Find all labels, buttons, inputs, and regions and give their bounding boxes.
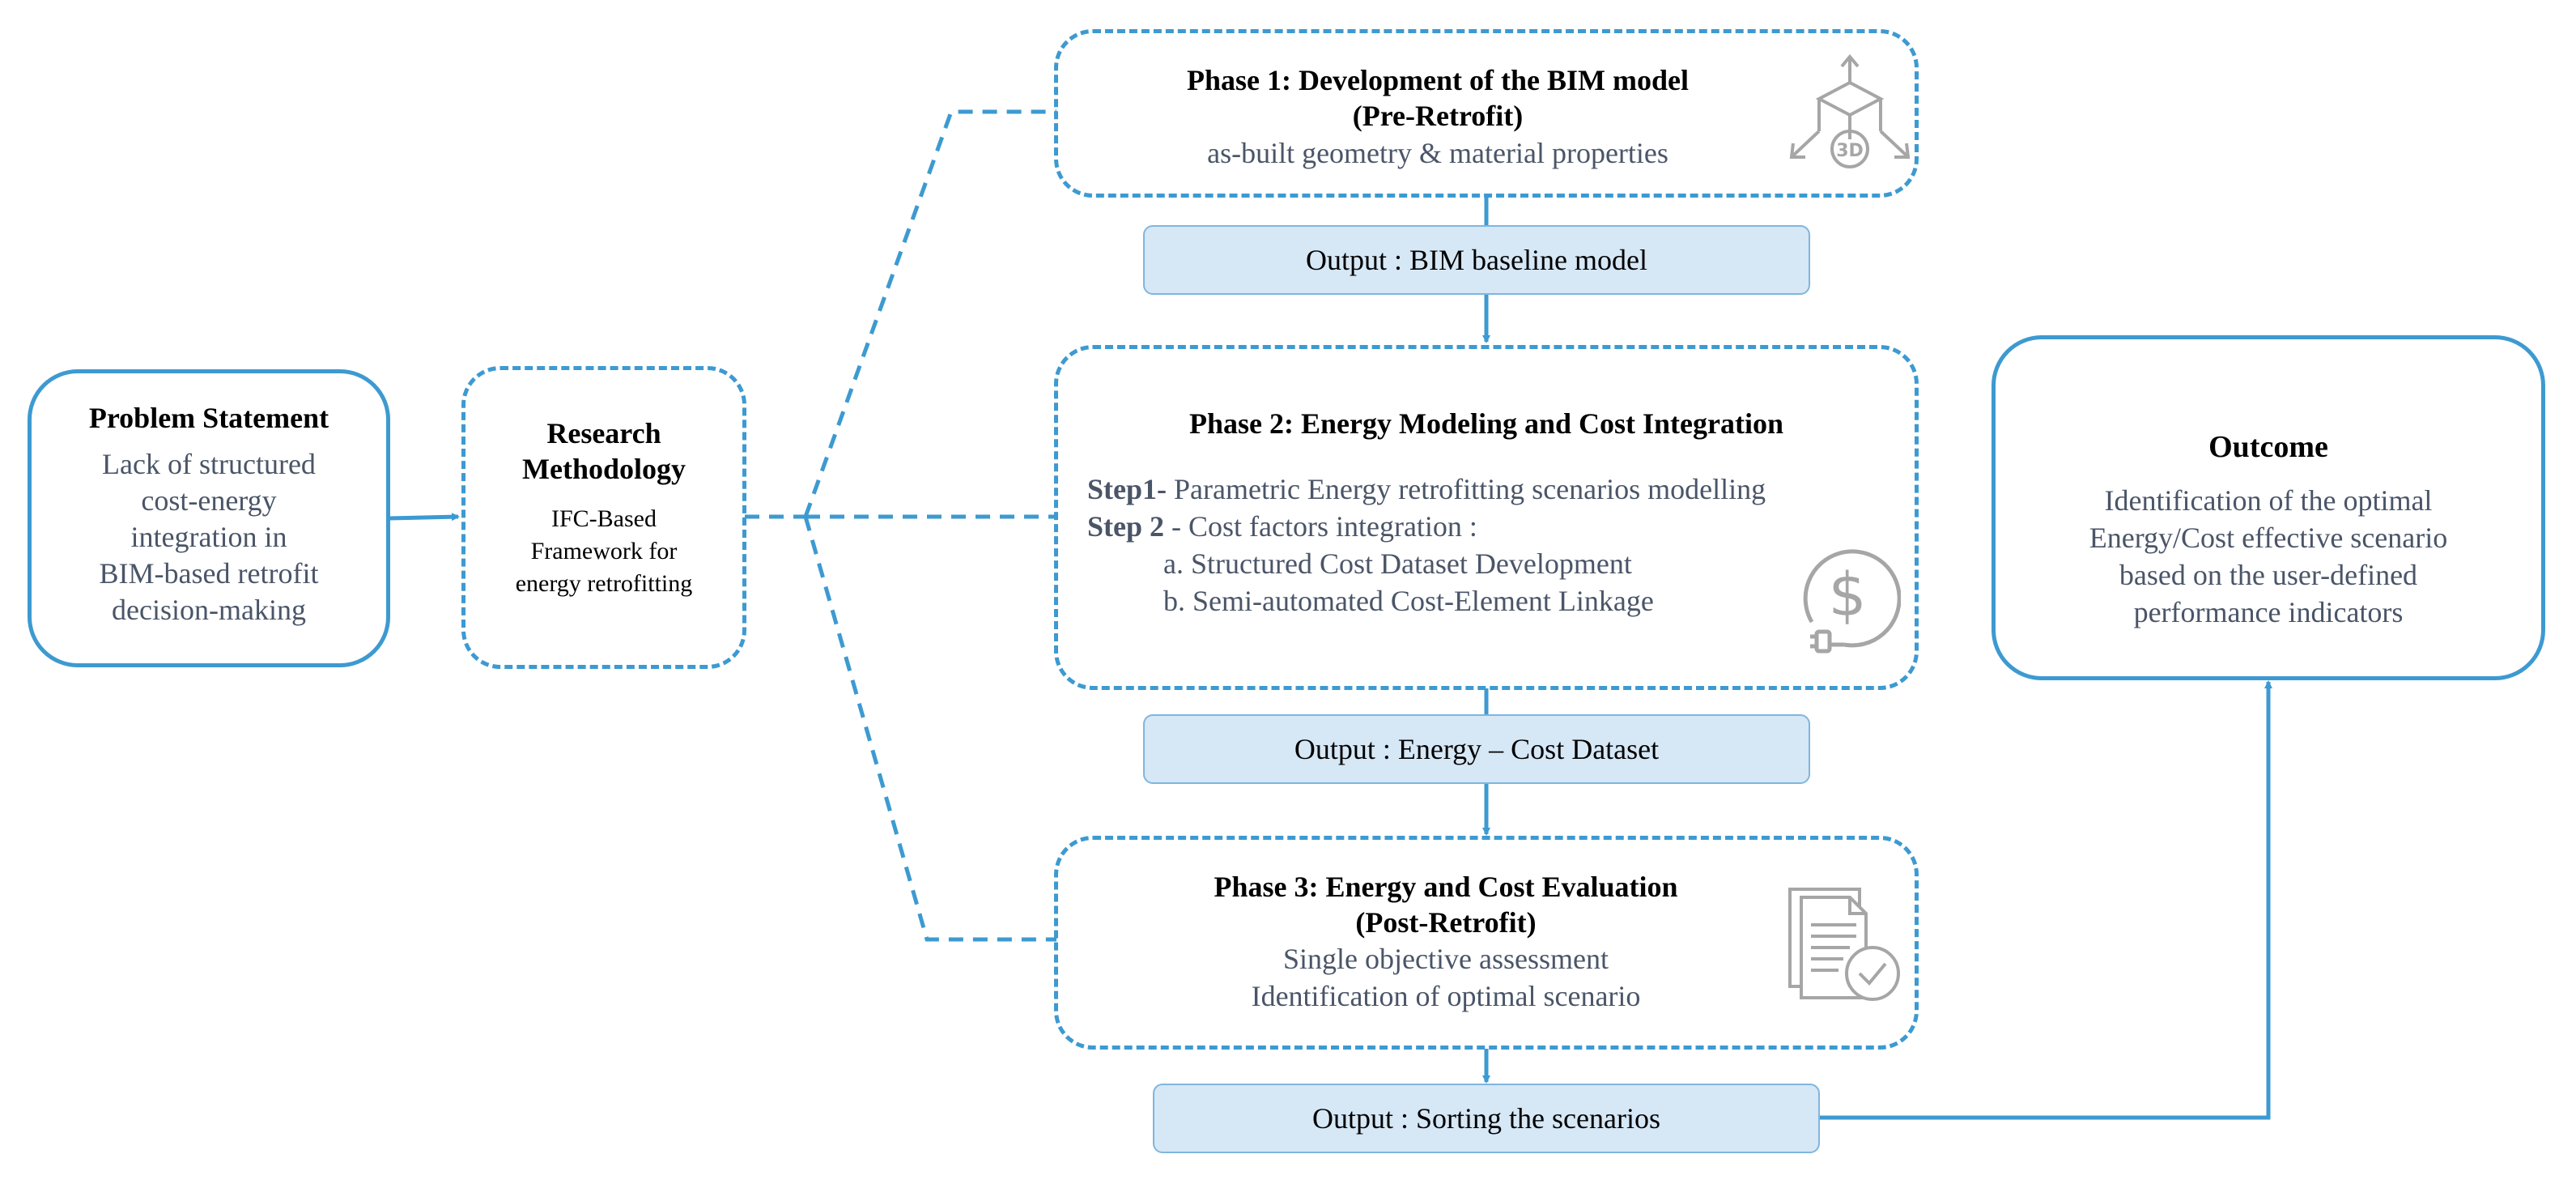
step1-label: Step1- xyxy=(1087,473,1167,505)
3d-model-icon: 3D xyxy=(1789,53,1911,168)
methodology-line: Framework for xyxy=(530,538,678,564)
phase2-title: Phase 2: Energy Modeling and Cost Integr… xyxy=(1188,407,1783,440)
outcome-line: Energy/Cost effective scenario xyxy=(2089,522,2448,554)
outcome-box: Outcome Identification of the optimal En… xyxy=(1992,335,2545,680)
phase1-box: Phase 1: Development of the BIM model (P… xyxy=(1054,29,1919,198)
outcome-line: based on the user-defined xyxy=(2119,559,2418,591)
step1-text: Parametric Energy retrofitting scenarios… xyxy=(1167,473,1766,505)
problem-line: BIM-based retrofit xyxy=(99,557,319,590)
methodology-title-line: Research xyxy=(546,417,661,449)
methodology-title-line: Methodology xyxy=(522,453,686,485)
step2-text: - Cost factors integration : xyxy=(1164,510,1477,543)
arrow-problem-to-method xyxy=(388,513,460,522)
research-methodology-box: Research Methodology IFC-Based Framework… xyxy=(461,366,746,669)
phase1-description: as-built geometry & material properties xyxy=(1207,137,1668,169)
outcome-line: performance indicators xyxy=(2133,596,2404,628)
dollar-plug-icon: $ xyxy=(1803,549,1901,654)
phase3-box: Phase 3: Energy and Cost Evaluation (Pos… xyxy=(1054,836,1919,1050)
methodology-line: IFC-Based xyxy=(551,505,657,532)
step2-label: Step 2 xyxy=(1087,510,1165,543)
outcome-line: Identification of the optimal xyxy=(2104,484,2433,517)
phase3-title: Phase 3: Energy and Cost Evaluation xyxy=(1214,871,1678,903)
phase2-sub-b: b. Semi-automated Cost-Element Linkage xyxy=(1163,585,1654,617)
problem-line: integration in xyxy=(130,521,287,553)
output-sorting-scenarios: Output : Sorting the scenarios xyxy=(1153,1084,1820,1153)
methodology-line: energy retrofitting xyxy=(515,570,693,597)
problem-statement-title: Problem Statement xyxy=(88,402,329,434)
problem-statement-box: Problem Statement Lack of structured cos… xyxy=(28,369,390,667)
dashed-branch-to-phase1 xyxy=(803,109,1056,517)
phase1-subtitle: (Pre-Retrofit) xyxy=(1352,100,1524,132)
phase3-subtitle: (Post-Retrofit) xyxy=(1355,906,1537,939)
output-energy-cost-dataset: Output : Energy – Cost Dataset xyxy=(1143,714,1810,784)
problem-line: Lack of structured xyxy=(102,448,316,480)
phase1-title: Phase 1: Development of the BIM model xyxy=(1187,64,1689,96)
problem-line: decision-making xyxy=(112,594,306,626)
phase2-sub-a: a. Structured Cost Dataset Development xyxy=(1163,547,1632,580)
dollar-sign: $ xyxy=(1828,560,1866,630)
phase2-step1: Step1- Parametric Energy retrofitting sc… xyxy=(1058,471,1915,508)
output-bim-baseline: Output : BIM baseline model xyxy=(1143,225,1810,295)
document-check-icon xyxy=(1788,888,1900,1001)
problem-line: cost-energy xyxy=(141,484,277,517)
3d-icon-label: 3D xyxy=(1836,141,1864,161)
outcome-title: Outcome xyxy=(2208,430,2328,464)
phase2-box: Phase 2: Energy Modeling and Cost Integr… xyxy=(1054,345,1919,690)
arrow-output3-to-outcome xyxy=(1820,680,2272,1120)
dashed-branch-to-phase3 xyxy=(803,516,1056,942)
phase3-description-1: Single objective assessment xyxy=(1283,943,1609,975)
phase2-step2: Step 2 - Cost factors integration : xyxy=(1058,508,1915,545)
phase3-description-2: Identification of optimal scenario xyxy=(1251,980,1641,1012)
